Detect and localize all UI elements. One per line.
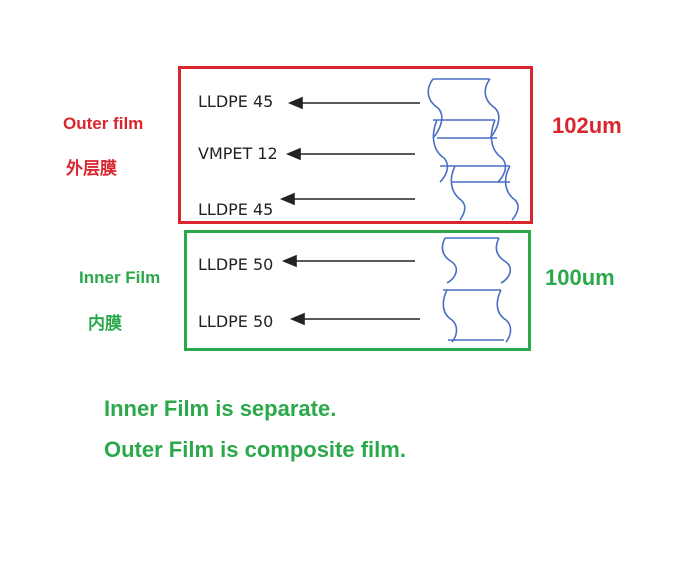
arrow-outer-3: [279, 192, 415, 206]
inner-layer-1: LLDPE 50: [198, 255, 274, 274]
outer-layer-2: VMPET 12: [198, 144, 278, 163]
outer-film-label-cn: 外层膜: [66, 159, 117, 179]
inner-film-label-cn: 内膜: [88, 314, 122, 334]
outer-layer-1: LLDPE 45: [198, 92, 274, 111]
arrow-outer-1: [287, 96, 420, 110]
note-outer-film: Outer Film is composite film.: [104, 437, 406, 462]
inner-film-layers-icon: [441, 237, 512, 343]
outer-layer-3: LLDPE 45: [198, 200, 274, 219]
inner-thickness: 100um: [545, 265, 615, 290]
outer-thickness: 102um: [552, 113, 622, 138]
outer-film-layers-icon: [427, 78, 519, 221]
arrow-inner-2: [289, 312, 420, 326]
note-inner-film: Inner Film is separate.: [104, 396, 337, 421]
outer-film-box: [178, 66, 533, 224]
inner-layer-2: LLDPE 50: [198, 312, 274, 331]
inner-film-label: Inner Film: [79, 268, 161, 287]
arrow-outer-2: [285, 147, 415, 161]
inner-film-box: [184, 230, 531, 351]
outer-film-label: Outer film: [63, 114, 144, 133]
arrow-inner-1: [281, 254, 415, 268]
